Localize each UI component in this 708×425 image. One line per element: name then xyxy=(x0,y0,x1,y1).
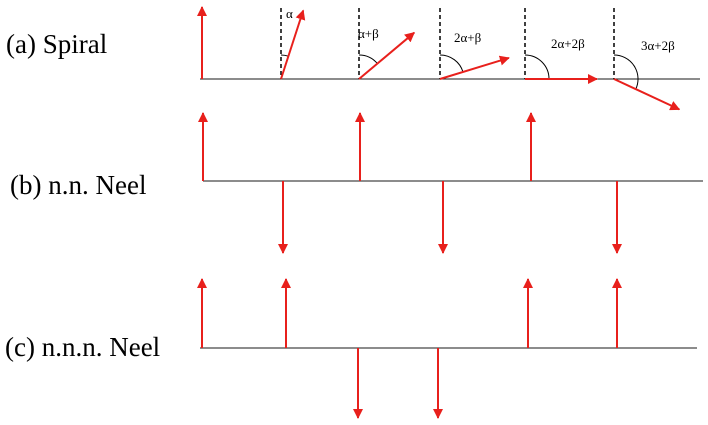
spiral-spin-arrow xyxy=(613,78,681,111)
spiral-angle-label: 2α+2β xyxy=(551,36,585,51)
spiral-angle-arc xyxy=(439,54,464,73)
spiral-spin-arrow xyxy=(439,55,510,80)
spiral-spin-arrow xyxy=(280,9,306,80)
spiral-angle-arc xyxy=(524,54,550,80)
spiral-spin-arrow xyxy=(358,31,415,80)
spiral-angle-label: 2α+β xyxy=(454,30,482,45)
row-label-nn-neel: (b) n.n. Neel xyxy=(10,170,146,200)
spiral-angle-label: α+β xyxy=(358,26,379,41)
row-label-spiral: (a) Spiral xyxy=(6,29,107,59)
row-label-nnn-neel: (c) n.n.n. Neel xyxy=(5,332,160,362)
spiral-angle-arc xyxy=(358,54,378,64)
nn-neel-spins xyxy=(198,112,622,254)
spiral-angle-label: α xyxy=(286,6,293,21)
spiral-angle-arc xyxy=(280,54,289,57)
spiral-spins: α α+β 2α+β 2α+2β 3α+2β xyxy=(197,6,681,111)
nnn-neel-spins xyxy=(197,278,622,419)
spiral-angle-label: 3α+2β xyxy=(641,38,675,53)
spiral-angle-arc xyxy=(613,54,639,90)
